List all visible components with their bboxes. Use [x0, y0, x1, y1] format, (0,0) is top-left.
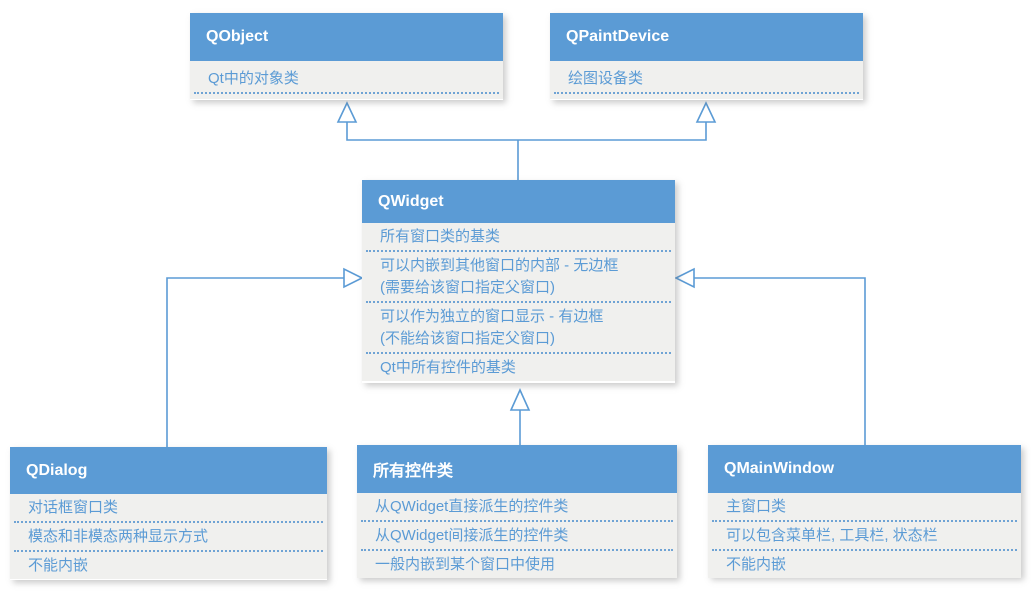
class-box-row: 一般内嵌到某个窗口中使用 [375, 556, 556, 573]
inheritance-line-qdialog [166, 277, 344, 448]
inheritance-arrow-to-qobject [336, 101, 358, 123]
class-box-row: 对话框窗口类 [14, 494, 323, 523]
class-box-row: 主窗口类 [712, 493, 1017, 522]
class-box-all-widgets-body: 从QWidget直接派生的控件类 从QWidget间接派生的控件类 一般内嵌到某… [357, 493, 677, 578]
inheritance-arrow-qdialog-to-qwidget [343, 267, 364, 289]
class-box-qobject-title: QObject [190, 13, 503, 61]
class-box-qdialog-body: 对话框窗口类 模态和非模态两种显示方式 不能内嵌 [10, 494, 327, 579]
class-box-qpaintdevice-body: 绘图设备类 [550, 61, 863, 99]
class-box-row: 所有窗口类的基类 [366, 223, 671, 252]
class-box-row: 模态和非模态两种显示方式 [14, 523, 323, 552]
inheritance-line-qmainwindow [694, 277, 866, 446]
class-box-row: 从QWidget间接派生的控件类 [361, 522, 673, 551]
class-box-qmainwindow: QMainWindow 主窗口类 可以包含菜单栏, 工具栏, 状态栏 不能内嵌 [708, 445, 1021, 578]
class-box-qmainwindow-title: QMainWindow [708, 445, 1021, 493]
class-box-qdialog: QDialog 对话框窗口类 模态和非模态两种显示方式 不能内嵌 [10, 447, 327, 580]
inheritance-line-qwidget-parents [346, 122, 707, 181]
class-box-qwidget-title: QWidget [362, 180, 675, 223]
class-box-row: 不能内嵌 [28, 557, 89, 574]
class-box-qwidget: QWidget 所有窗口类的基类 可以内嵌到其他窗口的内部 - 无边框 (需要给… [362, 180, 675, 383]
class-box-row: 从QWidget直接派生的控件类 [361, 493, 673, 522]
class-box-row: 可以作为独立的窗口显示 - 有边框 (不能给该窗口指定父窗口) [366, 303, 671, 354]
class-box-all-widgets: 所有控件类 从QWidget直接派生的控件类 从QWidget间接派生的控件类 … [357, 445, 677, 578]
class-box-qobject-body: Qt中的对象类 [190, 61, 503, 99]
class-box-row: Qt中所有控件的基类 [380, 359, 516, 376]
class-box-qwidget-body: 所有窗口类的基类 可以内嵌到其他窗口的内部 - 无边框 (需要给该窗口指定父窗口… [362, 223, 675, 381]
inheritance-arrow-qmainwindow-to-qwidget [674, 267, 695, 289]
inheritance-arrow-allwidgets-to-qwidget [509, 388, 531, 411]
class-box-row: 不能内嵌 [726, 556, 787, 573]
class-box-qpaintdevice-title: QPaintDevice [550, 13, 863, 61]
class-box-row: 可以内嵌到其他窗口的内部 - 无边框 (需要给该窗口指定父窗口) [366, 252, 671, 303]
class-box-all-widgets-title: 所有控件类 [357, 445, 677, 493]
class-box-qmainwindow-body: 主窗口类 可以包含菜单栏, 工具栏, 状态栏 不能内嵌 [708, 493, 1021, 578]
class-box-qdialog-title: QDialog [10, 447, 327, 494]
class-box-qpaintdevice: QPaintDevice 绘图设备类 [550, 13, 863, 100]
class-box-row: 绘图设备类 [554, 61, 859, 94]
class-box-row: 可以包含菜单栏, 工具栏, 状态栏 [712, 522, 1017, 551]
inheritance-arrow-to-qpaintdevice [695, 101, 717, 123]
class-box-qobject: QObject Qt中的对象类 [190, 13, 503, 100]
class-box-row: Qt中的对象类 [194, 61, 499, 94]
